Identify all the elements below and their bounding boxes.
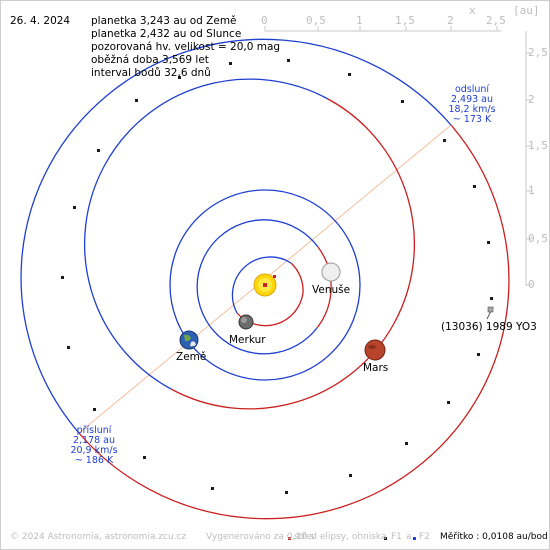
y-tick-2-5: 2,5 bbox=[528, 46, 548, 59]
scale-label: Měřítko : 0,0108 au/bod bbox=[440, 532, 548, 542]
legend-center-label: střed elipsy, ohniska bbox=[294, 532, 387, 542]
aphelion-distance: 2,493 au bbox=[450, 94, 494, 105]
copyright-link[interactable]: © 2024 Astronomia, astronomia.zcu.cz bbox=[10, 532, 187, 542]
info-earth-distance: planetka 3,243 au od Země bbox=[91, 15, 237, 27]
mars-orbit-red-arc bbox=[170, 98, 416, 410]
info-orbital-period: oběžná doba 3,569 let bbox=[91, 54, 209, 66]
asteroid-icon bbox=[486, 306, 494, 320]
asteroid-orbit-far-half bbox=[78, 124, 510, 520]
x-axis-symbol: x bbox=[469, 4, 476, 17]
legend-f2-label: F2 bbox=[419, 532, 430, 542]
y-tick-2: 2 bbox=[528, 93, 535, 106]
legend-f2-marker bbox=[413, 537, 416, 540]
x-tick-2: 2 bbox=[447, 14, 454, 27]
x-tick-0-5: 0,5 bbox=[306, 14, 326, 27]
mars-icon bbox=[364, 339, 386, 361]
x-axis-ticks bbox=[264, 26, 498, 31]
orbit-focus-marker bbox=[263, 283, 267, 287]
x-tick-0: 0 bbox=[261, 14, 268, 27]
y-tick-0: 0 bbox=[528, 278, 535, 291]
earth-orbit bbox=[169, 189, 361, 381]
venus-icon bbox=[321, 262, 341, 282]
mercury-orbit-blue-arc bbox=[231, 256, 292, 314]
legend-f1-label: F1 bbox=[391, 532, 402, 542]
legend-center-marker bbox=[288, 537, 291, 540]
info-point-interval: interval bodů 32,6 dnů bbox=[91, 67, 211, 79]
perihelion-note: přísluní 2,178 au 20,9 km/s ~ 186 K bbox=[59, 426, 129, 466]
asteroid-label: (13036) 1989 YO3 bbox=[441, 321, 537, 333]
asteroid-orbit-near-half bbox=[20, 38, 452, 434]
perihelion-temperature: ~ 186 K bbox=[74, 455, 114, 466]
ellipse-center-marker bbox=[273, 275, 276, 278]
venus-orbit-blue-arc bbox=[196, 219, 319, 355]
x-tick-1: 1 bbox=[356, 14, 363, 27]
mercury-label: Merkur bbox=[229, 334, 266, 346]
generation-time: Vygenerováno za 0,10 s bbox=[206, 532, 315, 542]
mars-orbit-blue-arc bbox=[83, 78, 329, 390]
aphelion-title: odsluní bbox=[454, 84, 490, 95]
y-tick-0-5: 0,5 bbox=[528, 232, 548, 245]
y-tick-1-5: 1,5 bbox=[528, 139, 548, 152]
perihelion-distance: 2,178 au bbox=[72, 435, 116, 446]
perihelion-speed: 20,9 km/s bbox=[70, 445, 118, 456]
venus-label: Venuše bbox=[312, 284, 351, 296]
venus-orbit-red-arc bbox=[316, 246, 332, 329]
earth-label: Země bbox=[176, 351, 207, 363]
mars-label: Mars bbox=[363, 362, 389, 374]
aphelion-temperature: ~ 173 K bbox=[452, 114, 492, 125]
aphelion-note: odsluní 2,493 au 18,2 km/s ~ 173 K bbox=[437, 85, 507, 125]
legend-f1-marker bbox=[384, 537, 387, 540]
date-label: 26. 4. 2024 bbox=[10, 15, 71, 27]
info-sun-distance: planetka 2,432 au od Slunce bbox=[91, 28, 242, 40]
perihelion-title: přísluní bbox=[76, 425, 112, 436]
legend-a-label: a bbox=[406, 532, 412, 542]
y-axis-ticks bbox=[526, 52, 531, 286]
y-tick-1: 1 bbox=[528, 184, 535, 197]
asteroid-orbit-points bbox=[61, 59, 493, 494]
axis-unit-label: [au] bbox=[513, 4, 540, 17]
info-magnitude: pozorovaná hv. velikost = 20,0 mag bbox=[91, 41, 281, 53]
aphelion-speed: 18,2 km/s bbox=[448, 104, 496, 115]
x-tick-1-5: 1,5 bbox=[395, 14, 415, 27]
x-tick-2-5: 2,5 bbox=[486, 14, 506, 27]
